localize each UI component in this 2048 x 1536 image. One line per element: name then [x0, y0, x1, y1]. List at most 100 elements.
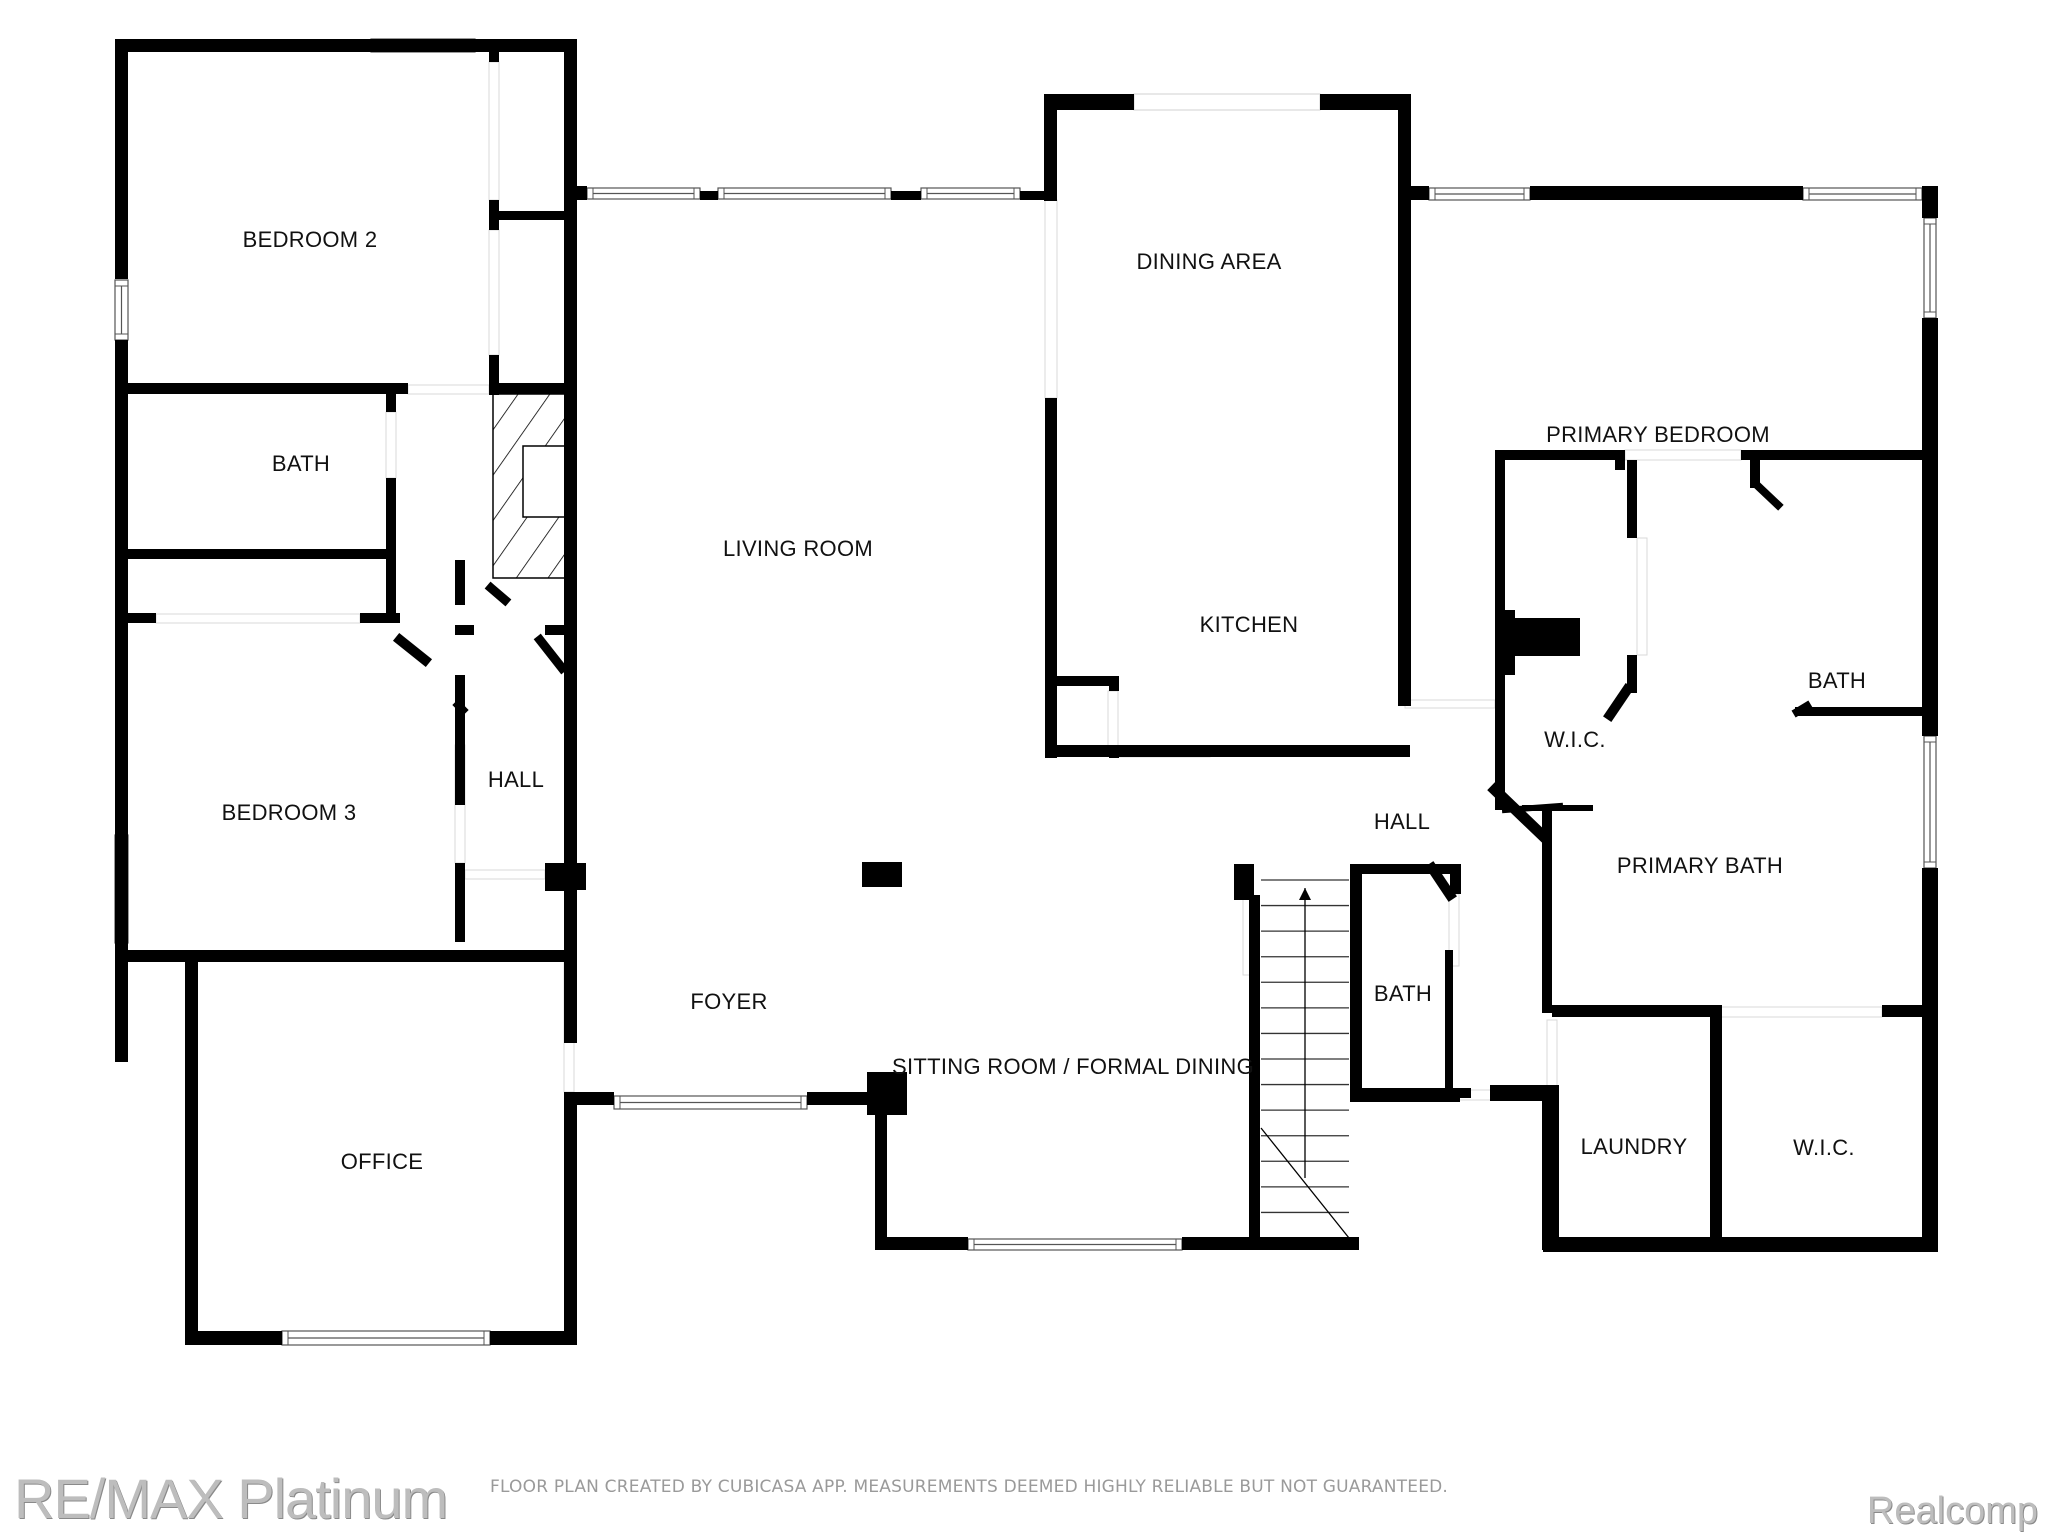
wall [862, 862, 902, 887]
wall [455, 863, 465, 880]
wall [185, 1331, 282, 1345]
wall [1500, 618, 1580, 656]
mls-logo-text: Realcomp [1866, 1490, 2038, 1532]
room-label-wic-2: W.I.C. [1793, 1135, 1855, 1160]
wall [1109, 676, 1119, 691]
window-icon [920, 187, 1021, 200]
wall [1057, 676, 1119, 686]
room-label-hall-east: HALL [1373, 809, 1431, 834]
wall [455, 560, 465, 605]
wall [115, 39, 490, 52]
wall [875, 1237, 968, 1250]
wall-diagonal [1603, 683, 1634, 722]
wall [1320, 94, 1411, 110]
window-icon [1923, 735, 1937, 869]
wall [1627, 655, 1637, 693]
room-label-kitchen: KITCHEN [1199, 612, 1299, 637]
wall [1350, 864, 1362, 1094]
wall [489, 200, 499, 230]
wall [1627, 460, 1637, 538]
wall [1109, 748, 1119, 758]
wall [1450, 864, 1461, 894]
window-icon [1428, 187, 1531, 201]
room-label-bath-1: BATH [271, 451, 331, 476]
wall [1615, 450, 1625, 470]
wall [1882, 1005, 1938, 1017]
wall [360, 613, 400, 623]
wall [1234, 864, 1254, 900]
wall [577, 191, 587, 200]
wall [386, 394, 396, 412]
wall-diagonal [392, 632, 433, 668]
wall [455, 625, 474, 635]
window-icon [613, 1095, 808, 1110]
wall [1795, 707, 1922, 716]
wall [564, 1092, 614, 1105]
room-label-hall-west: HALL [487, 767, 545, 792]
wall [490, 1331, 577, 1345]
wall [1398, 94, 1411, 706]
wall [564, 39, 577, 1043]
walls [115, 39, 1938, 1345]
wall [1741, 450, 1938, 460]
brokerage-logo-text: RE/MAX Platinum [14, 1467, 448, 1530]
door-opening [1044, 199, 1058, 399]
wall [386, 559, 396, 622]
room-label-foyer: FOYER [690, 989, 768, 1014]
wall [1750, 450, 1760, 488]
wall [545, 863, 564, 891]
wall [545, 625, 564, 635]
door-opening [1719, 1006, 1883, 1018]
staircase-icon [1260, 879, 1350, 1239]
door-opening [407, 384, 490, 395]
door-opening [464, 869, 546, 880]
wall-diagonal [1425, 861, 1457, 902]
door-opening [1636, 537, 1648, 656]
wall [128, 383, 408, 394]
door-opening [1624, 449, 1742, 461]
wall [700, 191, 718, 200]
wall [115, 950, 577, 962]
wall [1530, 186, 1803, 200]
wall [875, 1115, 887, 1250]
windows [114, 38, 1937, 1346]
room-label-primary-bedroom: PRIMARY BEDROOM [1546, 422, 1770, 447]
window-icon [114, 279, 129, 341]
wall [1543, 1237, 1938, 1252]
window-icon [717, 187, 892, 200]
wall [1922, 186, 1938, 218]
wall-diagonal [1791, 700, 1813, 718]
window-icon [586, 187, 701, 200]
wall [1249, 895, 1260, 1245]
door-opening [1404, 699, 1496, 709]
floor-plan-disclaimer: FLOOR PLAN CREATED BY CUBICASA APP. MEAS… [490, 1477, 1449, 1497]
wall-diagonal [484, 581, 512, 607]
wall [1020, 191, 1044, 200]
wall [891, 191, 921, 200]
wall [1411, 186, 1429, 200]
wall [1350, 1088, 1460, 1102]
wall [1710, 1017, 1722, 1245]
wall-diagonal [452, 699, 469, 716]
wall [1182, 1237, 1244, 1250]
wall [564, 863, 586, 890]
wall [475, 39, 577, 52]
door-opening [155, 613, 361, 624]
wall [128, 613, 156, 623]
window-icon [1802, 187, 1923, 201]
wall [1210, 745, 1410, 757]
door-opening [488, 229, 500, 356]
window-icon [967, 1238, 1183, 1251]
door-openings [155, 61, 1883, 1101]
wall [1542, 1090, 1556, 1250]
wall [489, 355, 499, 395]
window-icon [281, 1330, 491, 1346]
window-icon [1923, 217, 1937, 319]
wall [489, 383, 577, 394]
wall [1542, 805, 1552, 1013]
wall [1044, 94, 1134, 110]
wall [489, 52, 499, 62]
wall [455, 675, 465, 805]
wall [867, 1072, 907, 1115]
